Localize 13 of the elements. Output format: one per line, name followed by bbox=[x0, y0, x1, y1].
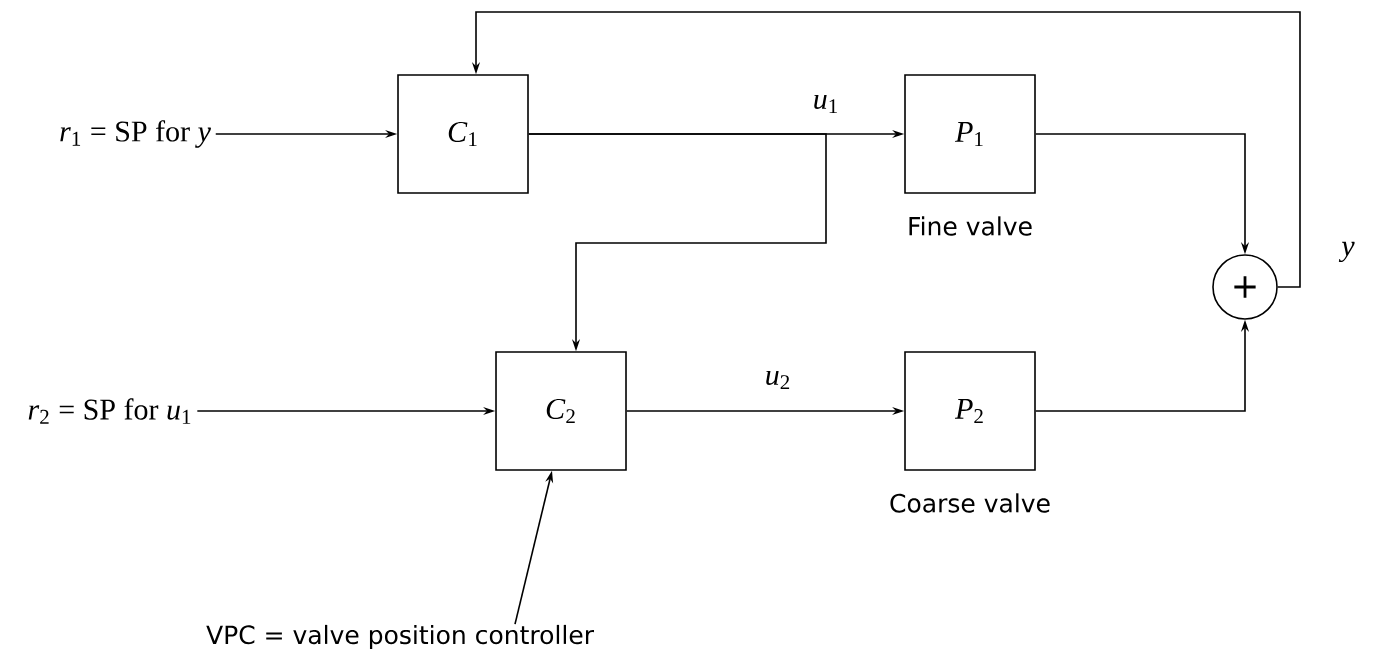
node-label: Fine valve bbox=[909, 216, 1032, 236]
edge-label: u$_{1}$ bbox=[814, 94, 837, 114]
block-box: C$_{2}$ bbox=[495, 351, 627, 471]
summing-junction: + bbox=[1212, 254, 1278, 320]
node-label: Coarse valve bbox=[890, 493, 1050, 513]
annotation-text: VPC = valve position controller bbox=[206, 624, 594, 650]
block-box: P$_{1}$ bbox=[904, 74, 1036, 194]
formula-text: r$_{2}$ = SP for u$_{1}$ bbox=[28, 398, 191, 424]
formula-text: r$_{1}$ = SP for y bbox=[60, 120, 211, 148]
block-box: C$_{1}$ bbox=[397, 74, 529, 194]
signal-label: y bbox=[1338, 241, 1355, 263]
block-box: P$_{2}$ bbox=[904, 351, 1036, 471]
edge-label: u$_{2}$ bbox=[766, 370, 790, 390]
